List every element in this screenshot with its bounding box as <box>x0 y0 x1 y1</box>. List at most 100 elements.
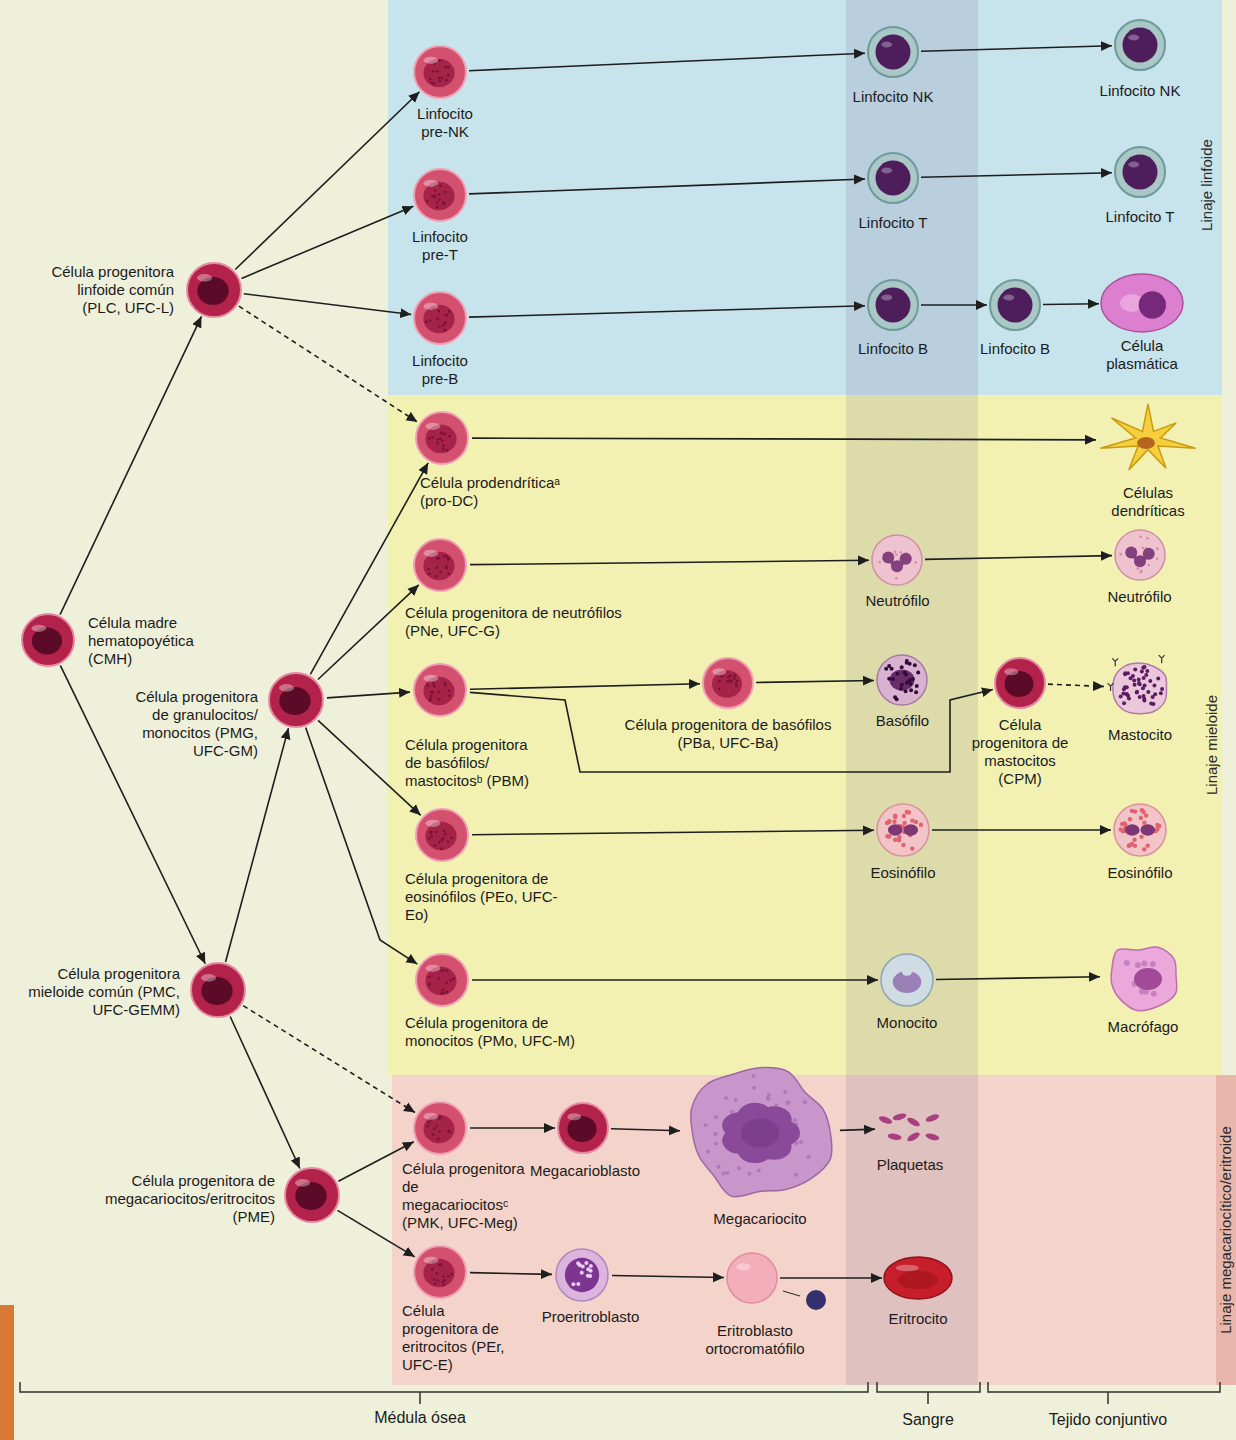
cell-drawing-part <box>787 1100 791 1104</box>
cell-drawing-part <box>872 535 922 585</box>
cell-node: Neutrófilo <box>1112 528 1168 582</box>
cell-drawing-part <box>448 695 451 698</box>
cell-node: Megacarioblasto <box>555 1101 611 1155</box>
cell-drawing-part <box>868 153 918 203</box>
cell-drawing-part <box>714 1115 718 1119</box>
cell-shape <box>555 1101 611 1155</box>
cell-drawing-part <box>733 674 736 677</box>
cell-shape <box>987 278 1043 332</box>
cell-drawing-part <box>434 844 437 847</box>
cell-drawing-part <box>890 670 915 691</box>
cell-drawing-part <box>724 1096 728 1100</box>
cell-drawing-part <box>1142 676 1146 680</box>
cell-drawing-part <box>436 442 439 445</box>
cell-drawing-part <box>197 274 212 282</box>
cell-node: Célula progenitora linfoide común (PLC, … <box>184 261 244 319</box>
cell-drawing-part <box>432 682 435 685</box>
cell-shape <box>874 653 930 707</box>
arrow-connector <box>470 684 700 690</box>
cell-drawing-part <box>878 561 881 564</box>
cell-drawing-part <box>1144 673 1148 677</box>
cell-node: Linfocito pre-T <box>411 167 469 223</box>
cell-node: Célula progenitora de monocitos (PMo, UF… <box>412 952 472 1008</box>
arrow-connector <box>611 1129 680 1131</box>
cell-drawing-part <box>429 699 432 702</box>
cell-drawing-part <box>882 552 894 564</box>
cell-node: Linfocito pre-NK <box>411 44 469 100</box>
arrow-connector <box>244 294 411 315</box>
cell-drawing-part <box>887 677 891 681</box>
cell-drawing-part <box>426 820 441 827</box>
cell-drawing-part <box>881 42 892 48</box>
cell-drawing-part <box>1142 547 1145 550</box>
cell-drawing-part <box>433 1278 436 1281</box>
cell-node: Célula prodendríticaᵃ (pro-DC) <box>412 410 472 466</box>
cell-drawing-part <box>571 1282 575 1286</box>
lymphoid-band-fill <box>388 0 1222 395</box>
cell-drawing-part <box>584 1261 588 1265</box>
cell-shape <box>410 662 470 718</box>
cell-shape <box>700 656 756 710</box>
cell-drawing-part <box>736 680 739 683</box>
cell-drawing-part <box>925 1132 940 1141</box>
cell-shape <box>1104 655 1176 721</box>
cell-drawing-part <box>899 551 902 554</box>
cell-drawing-part <box>444 433 447 436</box>
cell-drawing-part <box>444 833 447 836</box>
cell-drawing-part <box>736 1263 750 1270</box>
cell-drawing-part <box>438 198 441 201</box>
cell-drawing-part <box>881 295 892 301</box>
cell-drawing-part <box>896 1265 919 1271</box>
arrow-connector <box>1048 684 1104 686</box>
cell-drawing-part <box>902 821 906 825</box>
cell-drawing-part <box>448 435 451 438</box>
cell-drawing-part <box>904 672 908 676</box>
location-bracket <box>20 1382 1220 1404</box>
cell-label: Eosinófilo <box>853 864 953 882</box>
cell-drawing-part <box>783 1090 787 1094</box>
cell-drawing-part <box>446 991 449 994</box>
cell-drawing-part <box>803 1100 807 1104</box>
cell-drawing-part <box>906 1131 921 1143</box>
cell-drawing-part <box>443 969 446 972</box>
cell-shape <box>411 167 469 223</box>
cell-drawing-part <box>285 1168 339 1222</box>
cell-drawing-part <box>892 820 896 824</box>
extruded-nucleus <box>806 1290 826 1310</box>
lineage-label: Linaje megacariocítico/eritroide <box>1217 1126 1235 1334</box>
cell-label: Célula prodendríticaᵃ (pro-DC) <box>420 474 595 510</box>
cell-drawing-part <box>1128 35 1139 41</box>
cell-drawing-part <box>414 46 466 98</box>
cell-drawing-part <box>907 810 911 814</box>
cell-drawing-part <box>876 288 911 323</box>
cell-drawing-part <box>990 280 1040 330</box>
cell-drawing-part <box>807 1155 811 1159</box>
arrow-connector <box>327 692 410 698</box>
cell-drawing-part <box>1148 679 1152 683</box>
cell-drawing-part <box>1123 155 1158 190</box>
cell-drawing-part <box>445 314 448 317</box>
cell-drawing-part <box>437 691 440 694</box>
cell-label: Célula progenitora de eritrocitos (PEr, … <box>402 1302 520 1374</box>
cell-drawing-part <box>900 553 912 565</box>
cell-drawing-part <box>414 1102 466 1154</box>
cell-drawing-part <box>414 169 466 221</box>
cell-node: Célula progenitora de basófilos/ mastoci… <box>410 662 470 718</box>
cell-drawing-part <box>1138 695 1142 699</box>
cell-node: Monocito <box>878 952 936 1008</box>
cell-label: Linfocito B <box>965 340 1065 358</box>
cell-drawing-part <box>448 310 451 313</box>
arrow-connector <box>310 463 428 674</box>
cell-drawing-part <box>1119 553 1122 556</box>
cell-drawing-part <box>416 809 468 861</box>
cell-drawing-part <box>905 661 909 665</box>
cell-label: Basófilo <box>855 712 950 730</box>
cell-drawing-part <box>438 59 441 62</box>
cell-label: Linfocito T <box>843 214 943 232</box>
cell-node: Célula progenitora de mastocitos (CPM) <box>992 656 1048 710</box>
location-label: Sangre <box>902 1410 954 1430</box>
cell-node: Linfocito B <box>987 278 1043 332</box>
cell-drawing-part <box>445 565 448 568</box>
cell-drawing-part <box>295 1179 310 1187</box>
cell-shape <box>412 952 472 1008</box>
